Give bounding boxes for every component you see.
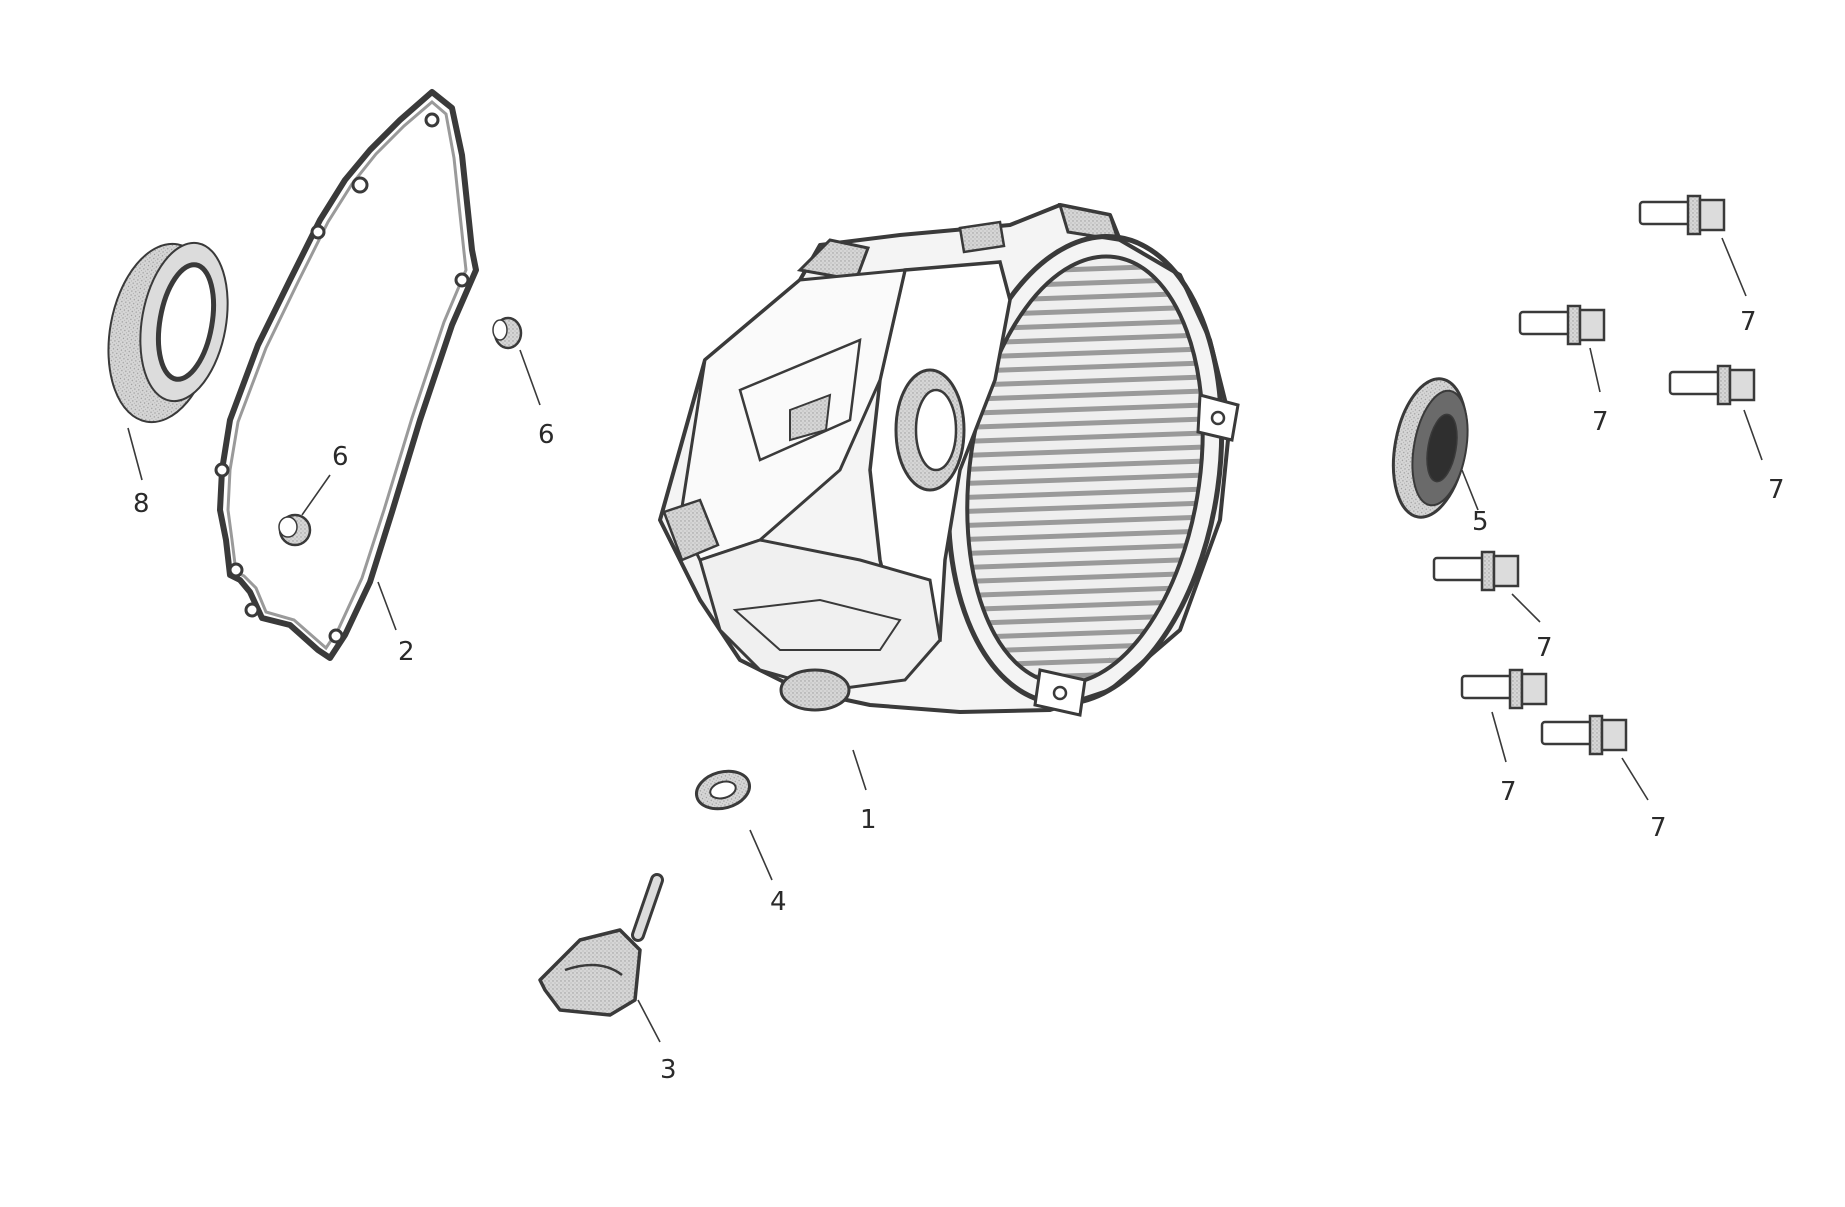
leader-2 (377, 581, 397, 631)
callout-5: 5 (1472, 507, 1489, 537)
flange-bolt-a (1640, 196, 1724, 234)
flange-bolt-e (1462, 670, 1546, 708)
callout-7-c: 7 (1768, 475, 1785, 505)
drain-plug (540, 880, 657, 1015)
leader-7-e (1491, 711, 1507, 763)
callout-7-d: 7 (1536, 633, 1553, 663)
flange-bolt-d (1434, 552, 1518, 590)
oil-seal-right (1383, 373, 1476, 523)
callout-7-b: 7 (1592, 407, 1609, 437)
gasket (214, 92, 476, 658)
callout-8: 8 (133, 489, 150, 519)
leader-1 (852, 749, 867, 791)
callout-7-a: 7 (1740, 307, 1757, 337)
dowel-pin-lower (279, 515, 310, 545)
callout-3: 3 (660, 1055, 677, 1085)
callout-6-top: 6 (538, 420, 555, 450)
callout-7-e: 7 (1500, 777, 1517, 807)
callout-7-f: 7 (1650, 813, 1667, 843)
leader-7-a (1721, 237, 1747, 297)
leader-7-b (1589, 347, 1601, 393)
leader-7-d (1511, 593, 1541, 623)
flange-bolt-f (1542, 716, 1626, 754)
flange-bolt-c (1670, 366, 1754, 404)
callout-2: 2 (398, 637, 415, 667)
callout-4: 4 (770, 887, 787, 917)
leader-7-f (1621, 757, 1649, 801)
leader-6-lower (301, 474, 331, 516)
leader-5 (1461, 469, 1479, 511)
leader-3 (637, 999, 661, 1043)
leader-4 (749, 829, 773, 881)
dowel-pin-top (493, 318, 521, 348)
leader-7-c (1743, 409, 1763, 461)
crankcase-housing (660, 205, 1250, 721)
flange-bolt-b (1520, 306, 1604, 344)
leader-6-top (519, 349, 541, 406)
callout-1: 1 (860, 805, 877, 835)
leader-8 (127, 427, 143, 481)
oil-seal-left (95, 235, 239, 430)
drain-washer (692, 766, 753, 815)
callout-6-lower: 6 (332, 442, 349, 472)
